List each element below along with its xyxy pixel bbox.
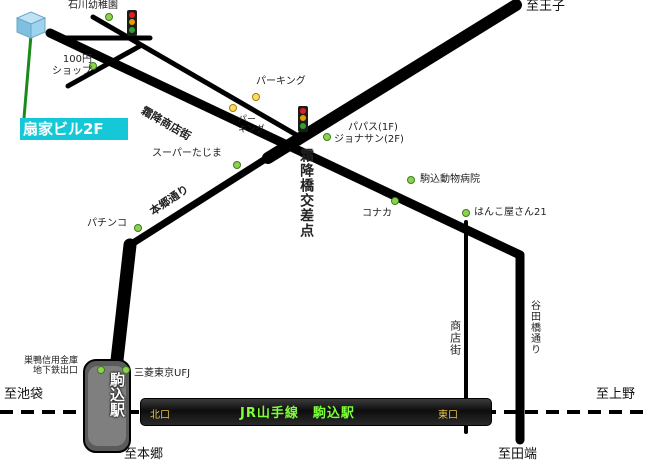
poi-jonathan: ジョナサン(2F) [334, 134, 404, 145]
station-north-exit: 北口 [150, 410, 170, 421]
platform-label: 駒込駅 [108, 372, 126, 417]
poi-parking-dot [252, 93, 260, 101]
poi-hanko: はんこ屋さん21 [474, 207, 547, 218]
poi-parking-1: パーキング [256, 76, 306, 87]
poi-parking-2-dot [229, 104, 237, 112]
poi-mufj: 三菱東京UFJ [134, 368, 191, 379]
poi-kindergarten-dot [105, 13, 113, 21]
traffic-signal-icon [127, 10, 137, 36]
road-hongo-upper [126, 133, 304, 249]
street-intersection: 霜降橋交差点 [298, 148, 315, 238]
direction-ikebukuro: 至池袋 [4, 387, 44, 402]
poi-pachinko-dot [134, 224, 142, 232]
poi-hyakuen-shop: 100円 ショップ [52, 54, 92, 77]
direction-tabata: 至田端 [498, 447, 538, 462]
direction-hongo: 至本郷 [124, 447, 164, 462]
street-yatabashi-dori: 谷田橋通り [528, 300, 540, 355]
poi-vet-dot [407, 176, 415, 184]
direction-ueno: 至上野 [596, 387, 636, 402]
road-small-3 [65, 43, 143, 89]
poi-bank-dot [97, 366, 105, 374]
building-label: 扇家ビル2F [20, 118, 128, 140]
poi-vet: 駒込動物病院 [420, 174, 480, 185]
street-shoutengai: 商店街 [448, 320, 462, 356]
poi-bank: 巣鴨信用金庫 地下鉄出口 [24, 356, 79, 377]
poi-jonathan-dot [323, 133, 331, 141]
poi-supermarket: スーパーたじま [152, 148, 222, 159]
poi-supermarket-dot [233, 161, 241, 169]
poi-hyakuen-dot [89, 62, 97, 70]
poi-pachinko: パチンコ [87, 218, 127, 229]
station-name: JR山手線 駒込駅 [240, 406, 355, 421]
poi-kindergarten: 石川幼稚園 [68, 0, 118, 11]
poi-mufj-dot [122, 366, 130, 374]
building-icon [15, 11, 47, 39]
building-pin-stem [22, 34, 33, 119]
direction-oji: 至王子 [526, 0, 566, 14]
poi-parking-2: パー キング [238, 115, 265, 136]
poi-papasu: パパス(1F) [348, 122, 398, 133]
traffic-signal-icon [298, 106, 308, 132]
poi-konaka: コナカ [362, 208, 392, 219]
station-east-exit: 東口 [438, 410, 458, 421]
station-bar [140, 398, 492, 426]
road-oji [262, 0, 522, 164]
poi-konaka-dot [391, 197, 399, 205]
poi-hanko-dot [462, 209, 470, 217]
